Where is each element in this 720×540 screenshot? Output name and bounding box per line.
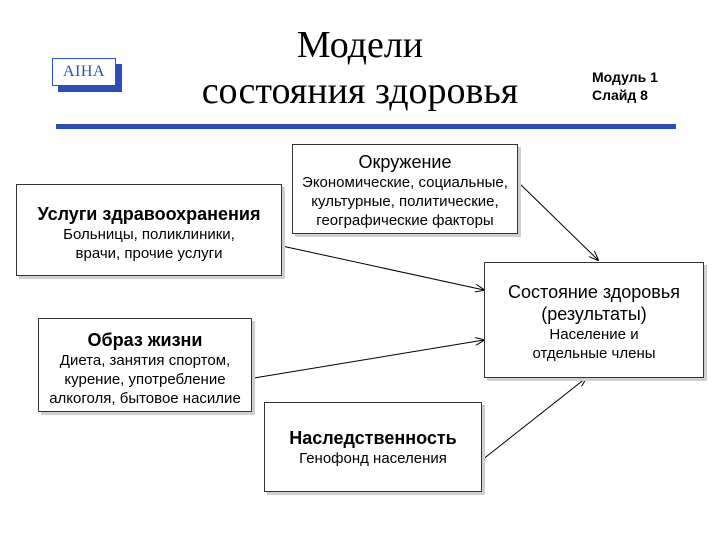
lifestyle-heading: Образ жизни [87,330,203,350]
heredity-heading: Наследственность [289,428,457,448]
heredity-line-1: Генофонд населения [299,450,447,467]
health-state-line-1: Население и [549,326,639,343]
lifestyle-box: Образ жизни Диета, занятия спортом, куре… [38,318,252,412]
slide-reference: Модуль 1 Слайд 8 [592,68,658,104]
environment-line-1: Экономические, социальные, [302,174,508,191]
lifestyle-line-2: курение, употребление [64,371,226,388]
lifestyle-line-1: Диета, занятия спортом, [59,352,231,369]
healthcare-line-2: врачи, прочие услуги [75,245,223,262]
health-state-heading-2: (результаты) [541,304,647,324]
arrow-environment-to-state [517,181,598,260]
title-divider [56,124,676,129]
health-state-heading-1: Состояние здоровья [508,282,680,302]
health-state-box: Состояние здоровья (результаты) Населени… [484,262,704,378]
environment-heading: Окружение [358,152,452,172]
health-state-line-2: отдельные члены [532,345,656,362]
logo-text: AIHA [52,58,116,86]
heredity-box: Наследственность Генофонд населения [264,402,482,492]
title-line-1: Модели [296,24,424,66]
environment-box: Окружение Экономические, социальные, кул… [292,144,518,234]
title-line-2: состояния здоровья [201,70,519,112]
slide-label: Слайд 8 [592,87,648,103]
arrow-lifestyle-to-state [253,340,484,379]
aiha-logo: AIHA [52,58,124,94]
healthcare-heading: Услуги здравоохранения [37,204,261,224]
healthcare-box: Услуги здравоохранения Больницы, поликли… [16,184,282,276]
environment-line-2: культурные, политические, [311,193,499,210]
healthcare-line-1: Больницы, поликлиники, [63,226,235,243]
lifestyle-line-3: алкоголя, бытовое насилие [49,390,241,407]
slide-title: Модели состояния здоровья [150,22,570,114]
environment-line-3: географические факторы [316,212,494,229]
module-label: Модуль 1 [592,69,658,85]
arrow-healthcare-to-state [281,245,484,290]
arrow-heredity-to-state [481,378,586,461]
